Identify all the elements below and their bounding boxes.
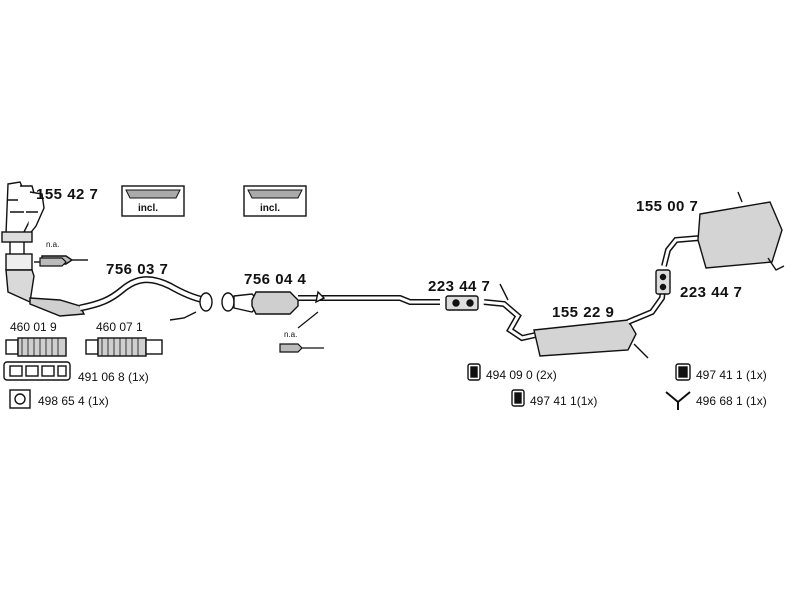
clamp-front bbox=[445, 295, 479, 311]
part-gasket-square-label: 498 65 4 (1x) bbox=[38, 394, 109, 408]
part-rubber-mount-b-label: 497 41 1(1x) bbox=[530, 394, 598, 408]
rubber-mount-icon-b bbox=[511, 389, 525, 407]
lambda-sensor-2 bbox=[279, 311, 324, 353]
clamp-rear bbox=[655, 269, 671, 295]
manifold-gasket bbox=[3, 361, 71, 381]
part-catalyst-label: 756 04 4 bbox=[244, 271, 307, 288]
flex-pipe-2 bbox=[85, 337, 163, 357]
rubber-mount-icon-a bbox=[467, 363, 481, 381]
front-pipe bbox=[79, 276, 213, 321]
part-middle-silencer-label: 155 22 9 bbox=[552, 304, 615, 321]
lambda-sensor-1 bbox=[39, 257, 67, 267]
hanger-v-icon bbox=[665, 391, 691, 410]
na-label-1: n.a. bbox=[46, 240, 60, 249]
part-flex-1-label: 460 01 9 bbox=[10, 320, 57, 334]
part-flex-2-label: 460 07 1 bbox=[96, 320, 143, 334]
part-rubber-mount-c-label: 497 41 1 (1x) bbox=[696, 368, 767, 382]
rubber-mount-icon-c bbox=[675, 363, 691, 381]
rear-silencer bbox=[661, 191, 785, 271]
incl-box-2 bbox=[243, 185, 307, 217]
incl-label-1: incl. bbox=[138, 203, 159, 214]
part-manifold-label: 155 42 7 bbox=[36, 186, 99, 203]
flex-pipe-1 bbox=[5, 337, 67, 357]
part-front-pipe-label: 756 03 7 bbox=[106, 261, 169, 278]
part-hanger-label: 496 68 1 (1x) bbox=[696, 394, 767, 408]
na-label-2: n.a. bbox=[284, 330, 298, 339]
square-gasket bbox=[9, 389, 31, 409]
part-rear-silencer-label: 155 00 7 bbox=[636, 198, 699, 215]
incl-box-1 bbox=[121, 185, 185, 217]
incl-label-2: incl. bbox=[260, 203, 281, 214]
part-gasket-manifold-label: 491 06 8 (1x) bbox=[78, 370, 149, 384]
part-rubber-mount-a-label: 494 09 0 (2x) bbox=[486, 368, 557, 382]
part-clamp-front-label: 223 44 7 bbox=[428, 278, 491, 295]
part-clamp-rear-label: 223 44 7 bbox=[680, 284, 743, 301]
catalytic-converter bbox=[221, 290, 440, 315]
